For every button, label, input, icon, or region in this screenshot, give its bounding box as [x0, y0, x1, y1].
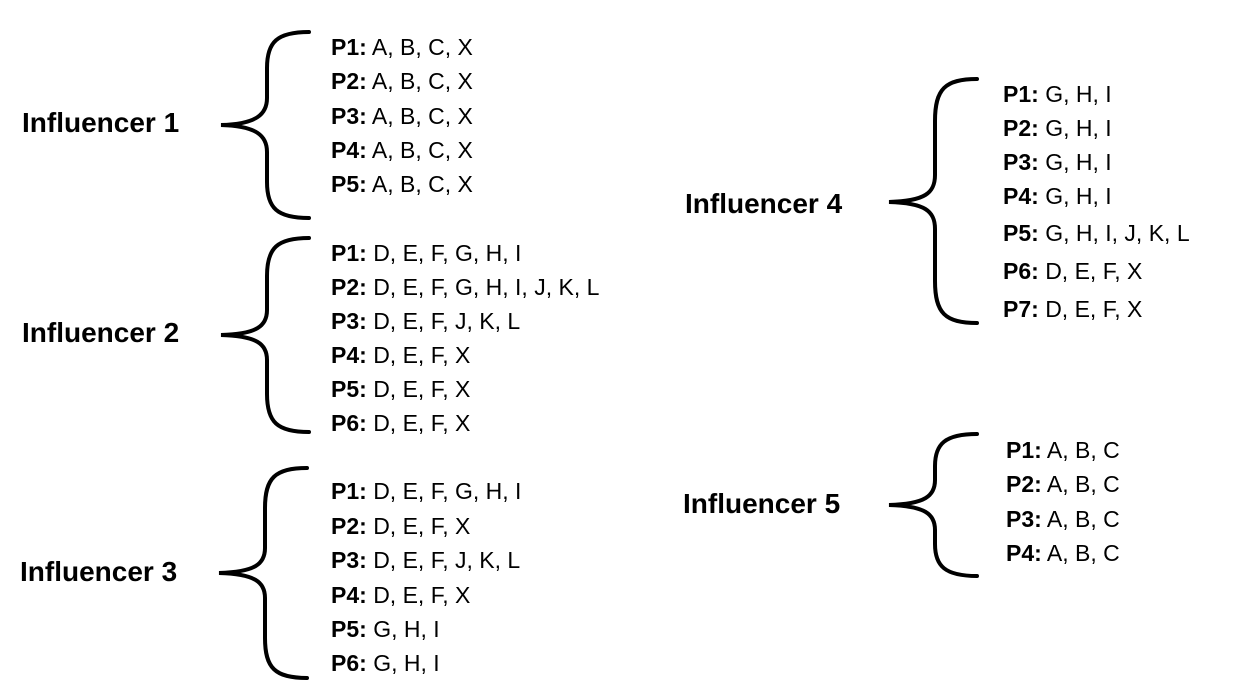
list-item: P1: G, H, I: [1003, 81, 1112, 107]
list-item: P5: D, E, F, X: [331, 376, 471, 402]
list-item: P4: D, E, F, X: [331, 582, 471, 608]
influencer-label: Influencer 3: [20, 556, 178, 587]
list-item: P1: A, B, C: [1006, 437, 1120, 463]
curly-brace-icon: [888, 432, 979, 578]
list-item: P4: D, E, F, X: [331, 342, 471, 368]
list-item: P4: G, H, I: [1003, 183, 1112, 209]
influencer-label: Influencer 5: [683, 488, 841, 519]
influencer-label: Influencer 4: [685, 188, 843, 219]
list-item: P3: D, E, F, J, K, L: [331, 308, 521, 334]
list-item: P6: D, E, F, X: [331, 410, 471, 436]
curly-brace-icon: [220, 236, 311, 434]
list-item: P2: D, E, F, X: [331, 513, 471, 539]
list-item: P1: A, B, C, X: [331, 34, 473, 60]
influencer-label: Influencer 2: [22, 317, 180, 348]
curly-brace-icon: [220, 30, 311, 220]
list-item: P3: D, E, F, J, K, L: [331, 547, 521, 573]
list-item: P5: G, H, I: [331, 616, 440, 642]
list-item: P3: A, B, C: [1006, 506, 1120, 532]
list-item: P6: G, H, I: [331, 650, 440, 676]
list-item: P1: D, E, F, G, H, I: [331, 240, 522, 266]
list-item: P2: A, B, C: [1006, 471, 1120, 497]
list-item: P2: G, H, I: [1003, 115, 1112, 141]
curly-brace-icon: [218, 466, 309, 680]
list-item: P6: D, E, F, X: [1003, 258, 1143, 284]
influencer-label: Influencer 1: [22, 107, 180, 138]
list-item: P7: D, E, F, X: [1003, 296, 1143, 322]
list-item: P5: A, B, C, X: [331, 171, 473, 197]
list-item: P2: A, B, C, X: [331, 68, 473, 94]
list-item: P5: G, H, I, J, K, L: [1003, 220, 1190, 246]
list-item: P4: A, B, C, X: [331, 137, 473, 163]
list-item: P4: A, B, C: [1006, 540, 1120, 566]
list-item: P3: A, B, C, X: [331, 103, 473, 129]
list-item: P1: D, E, F, G, H, I: [331, 478, 522, 504]
list-item: P2: D, E, F, G, H, I, J, K, L: [331, 274, 600, 300]
list-item: P3: G, H, I: [1003, 149, 1112, 175]
curly-brace-icon: [888, 77, 979, 325]
